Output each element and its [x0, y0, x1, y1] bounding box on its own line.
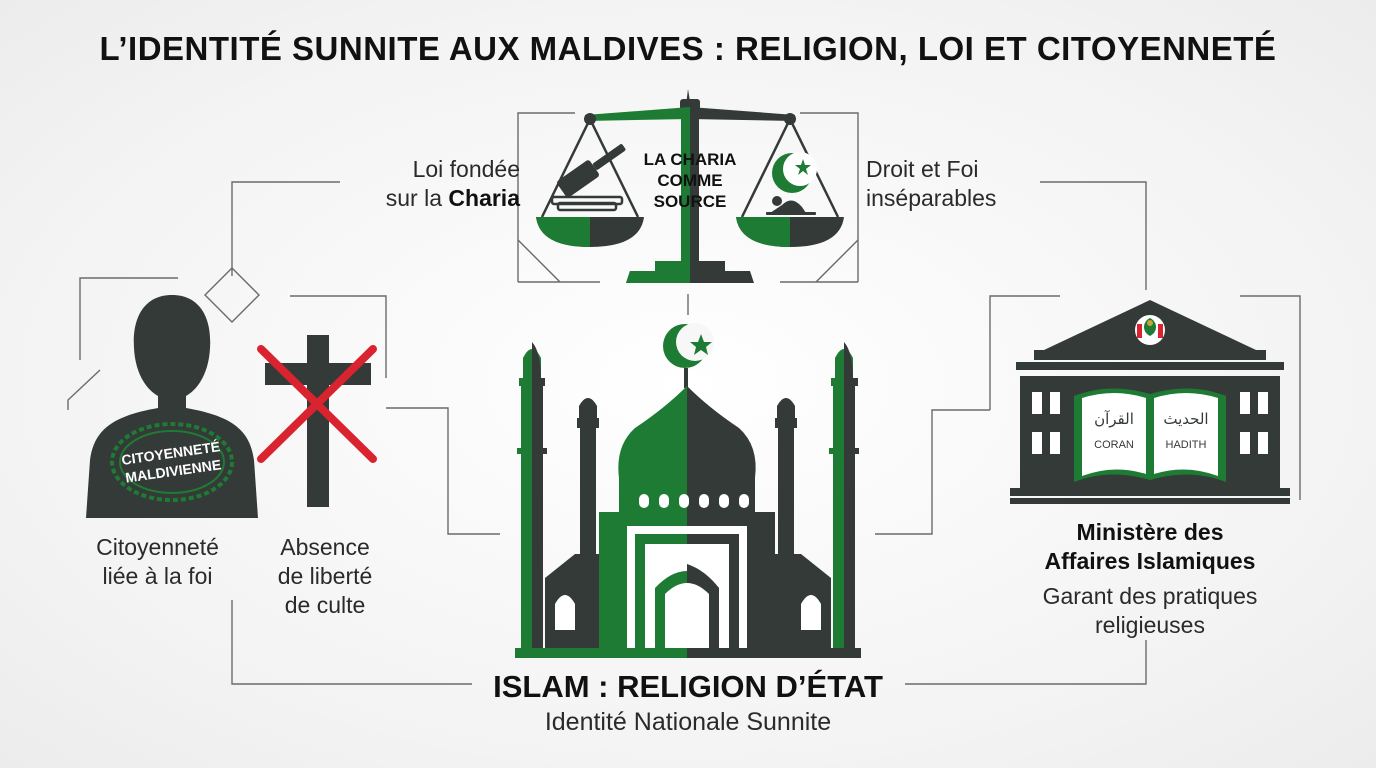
crescent-star-icon — [772, 152, 817, 193]
scale-icon: LA CHARIA COMME SOURCE — [536, 89, 844, 283]
person-silhouette-icon: CITOYENNETÉ MALDIVIENNE — [86, 295, 258, 518]
book-label-left: CORAN — [1094, 439, 1134, 451]
absence-label: Absence de liberté de culte — [277, 534, 373, 618]
arabic-left: القرآن — [1094, 410, 1134, 428]
ministry-building-icon: القرآن الحديث CORAN HADITH — [1010, 300, 1290, 504]
emblem-icon — [1135, 315, 1165, 345]
citizenship-label: Citoyenneté liée à la foi — [96, 534, 219, 589]
crossed-cross-icon — [257, 335, 377, 507]
gavel-icon — [550, 144, 626, 212]
scale-text-3: SOURCE — [654, 192, 727, 211]
charia-right-label: Droit et Foi inséparables — [866, 156, 997, 211]
ministry-label: Ministère des Affaires Islamiques Garant… — [1042, 519, 1258, 638]
open-book-icon: القرآن الحديث CORAN HADITH — [1074, 388, 1226, 482]
prayer-icon — [766, 196, 816, 215]
mosque-icon — [515, 323, 861, 658]
arabic-right: الحديث — [1163, 411, 1208, 428]
scale-text-1: LA CHARIA — [644, 150, 737, 169]
islam-label: ISLAM : RELIGION D’ÉTAT Identité Nationa… — [493, 669, 883, 736]
charia-left-label: Loi fondée sur la Charia — [385, 156, 520, 211]
page-title: L’IDENTITÉ SUNNITE AUX MALDIVES : RELIGI… — [99, 30, 1277, 67]
scale-text-2: COMME — [657, 171, 722, 190]
book-label-right: HADITH — [1166, 439, 1207, 451]
